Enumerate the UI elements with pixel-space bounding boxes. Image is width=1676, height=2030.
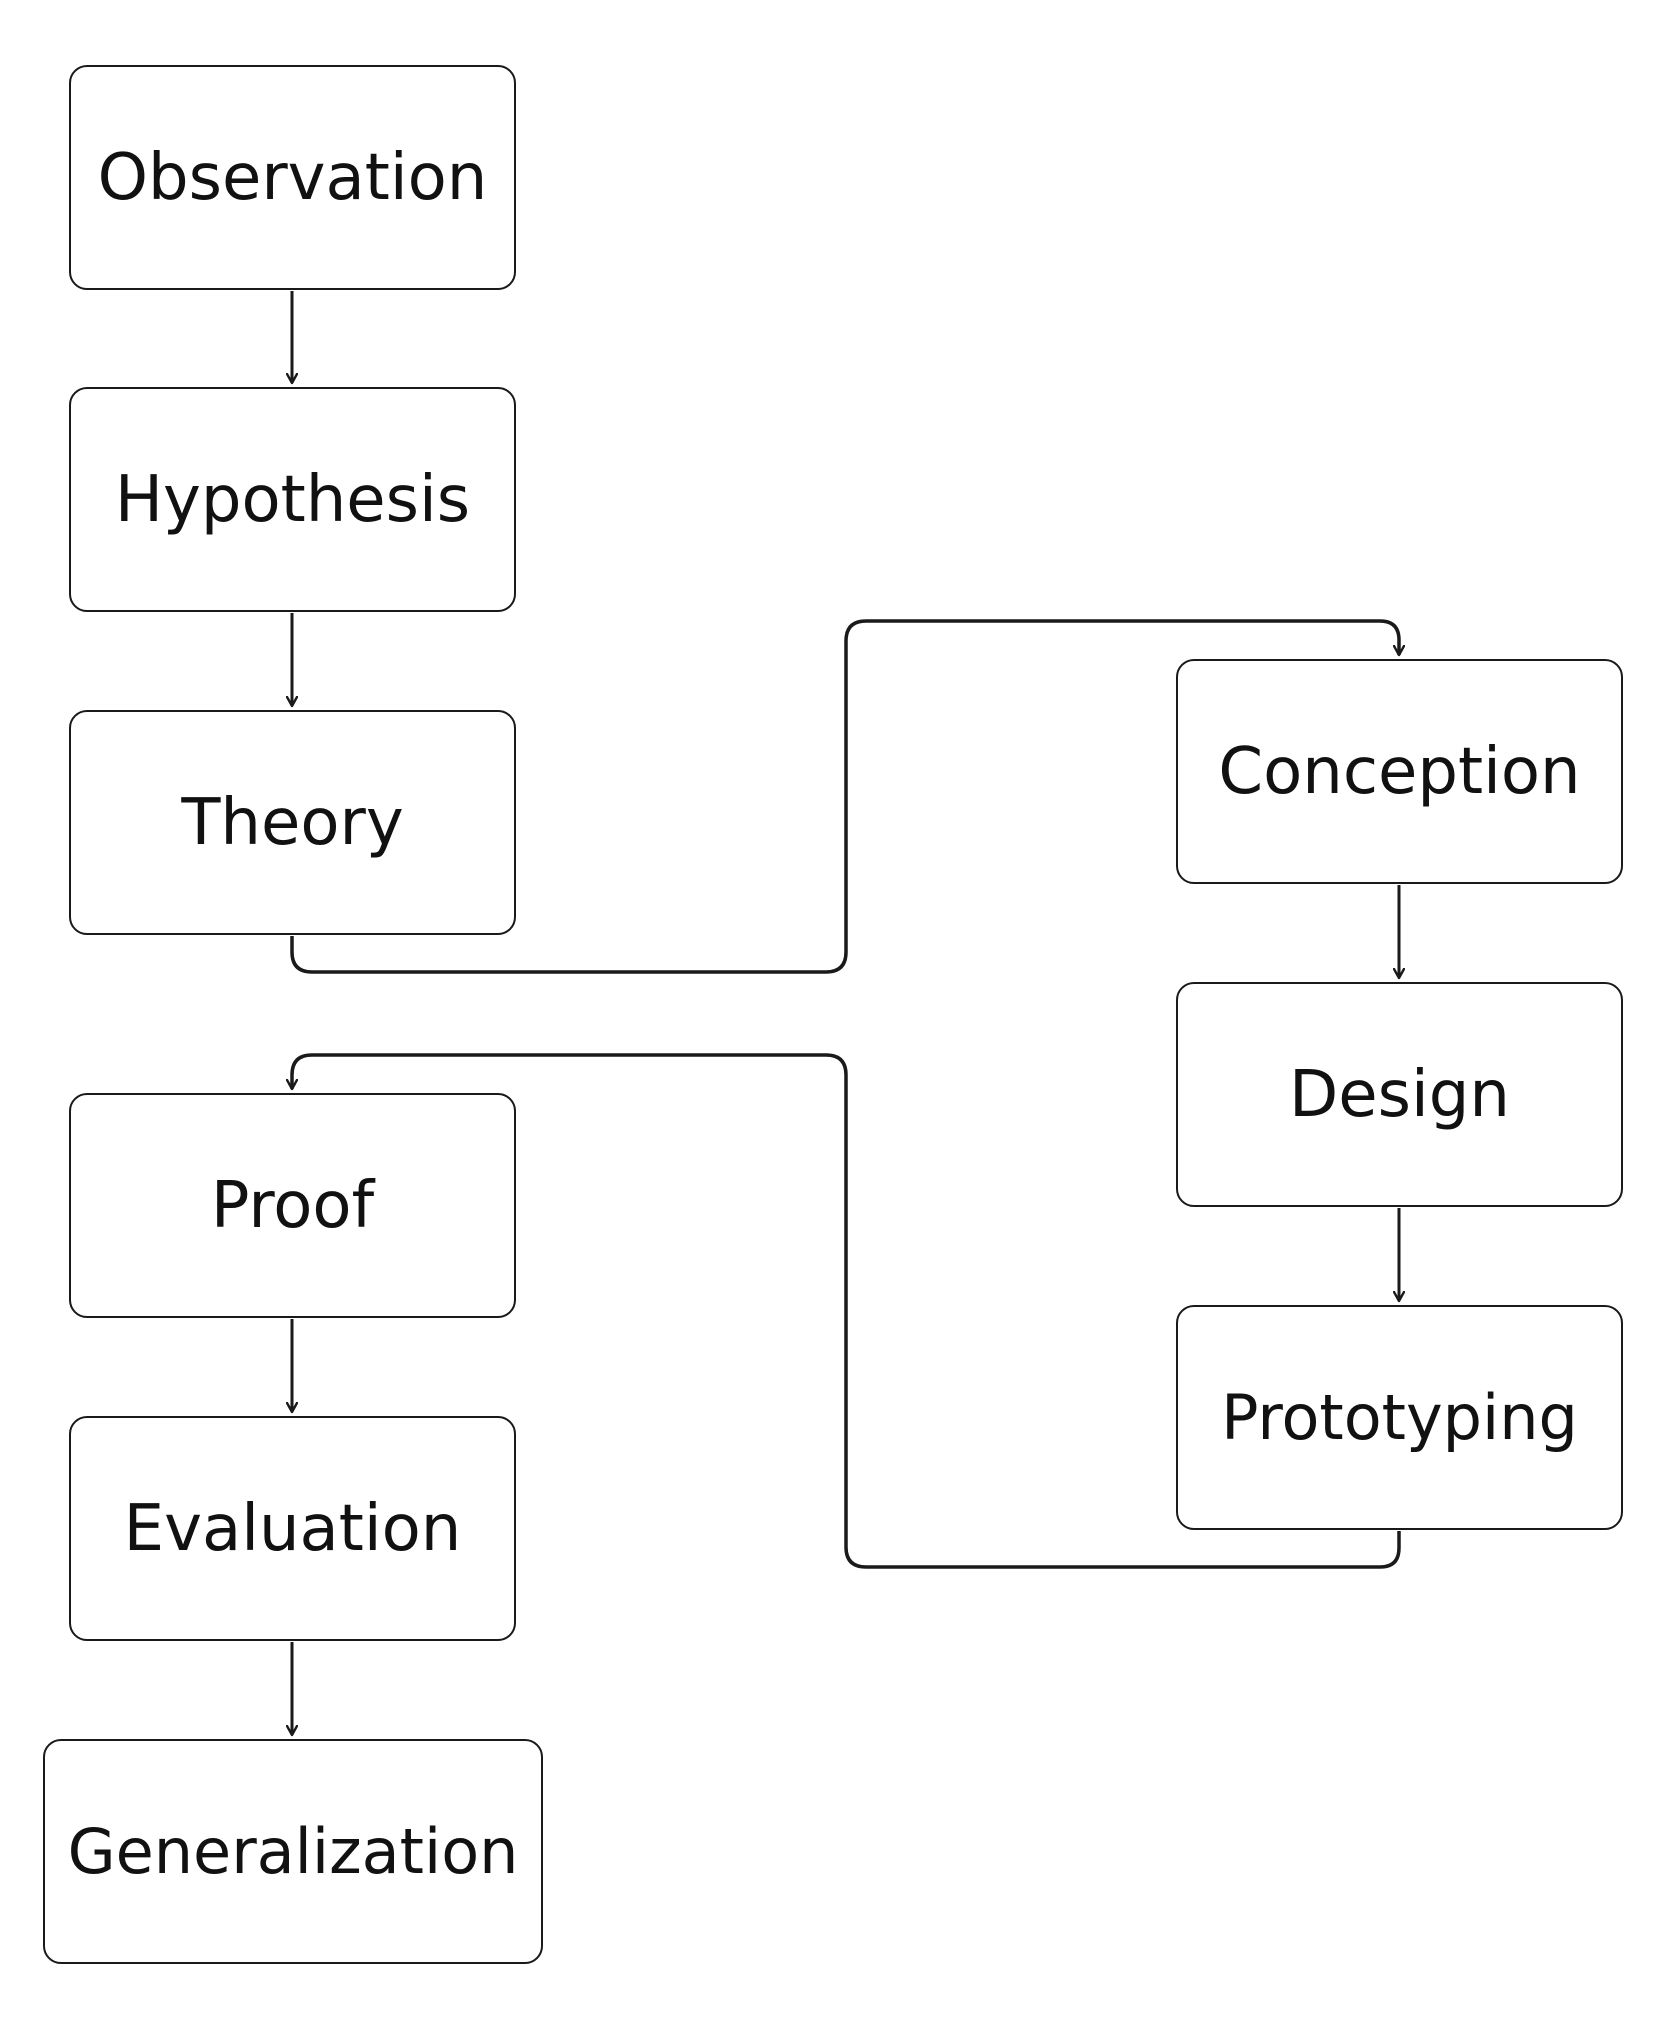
node-observation-label: Observation (97, 140, 488, 215)
node-design: Design (1176, 982, 1623, 1207)
node-prototyping-label: Prototyping (1221, 1380, 1578, 1454)
node-observation: Observation (69, 65, 516, 290)
node-theory-label: Theory (181, 785, 404, 860)
node-proof: Proof (69, 1093, 516, 1318)
edge-prototyping-proof (292, 1053, 1401, 1569)
node-hypothesis: Hypothesis (69, 387, 516, 612)
node-hypothesis-label: Hypothesis (114, 462, 471, 537)
node-prototyping: Prototyping (1176, 1305, 1623, 1530)
node-proof-label: Proof (210, 1168, 375, 1243)
node-conception: Conception (1176, 659, 1623, 884)
node-conception-label: Conception (1218, 734, 1581, 809)
node-evaluation: Evaluation (69, 1416, 516, 1641)
node-generalization-label: Generalization (67, 1814, 519, 1888)
edge-theory-conception (290, 619, 1399, 974)
node-generalization: Generalization (43, 1739, 543, 1964)
node-theory: Theory (69, 710, 516, 935)
node-evaluation-label: Evaluation (123, 1491, 462, 1566)
node-design-label: Design (1289, 1057, 1510, 1132)
